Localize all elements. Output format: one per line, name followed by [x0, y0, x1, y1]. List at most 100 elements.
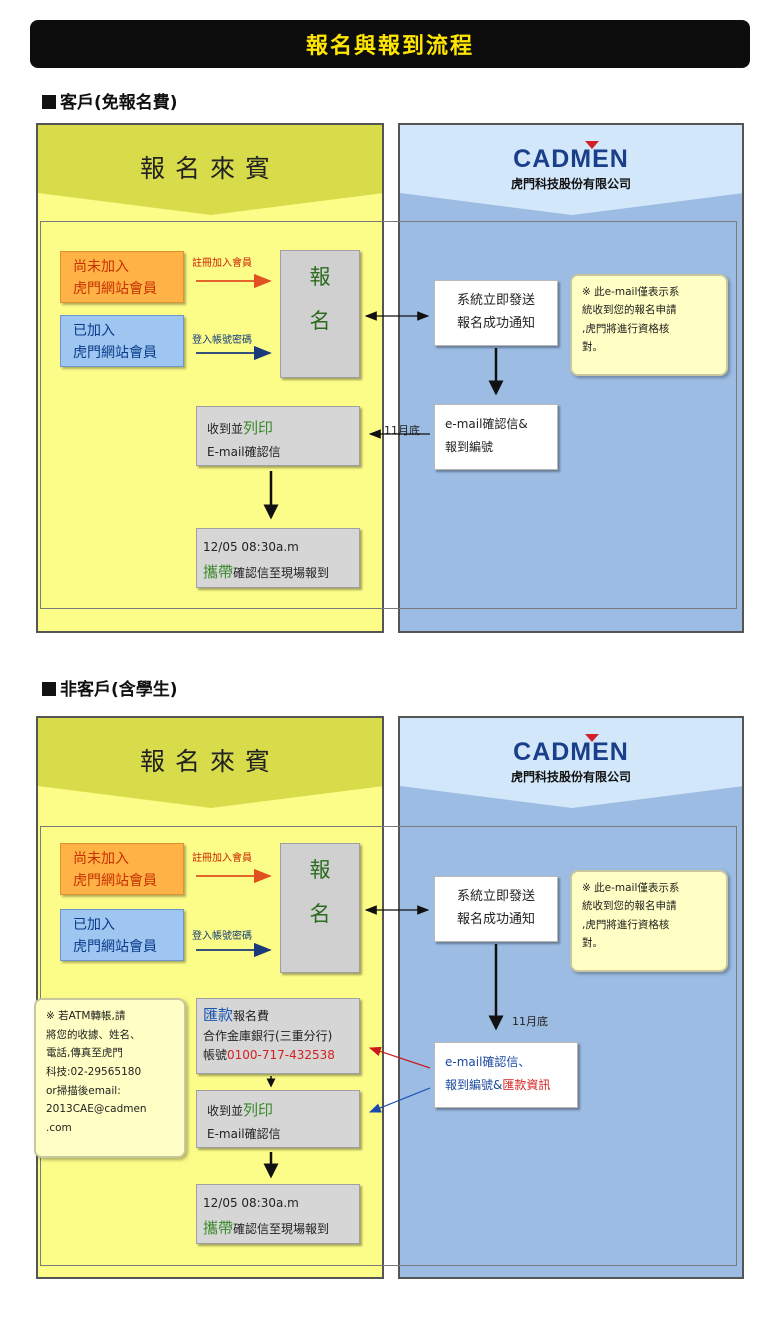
- note-bubble: ※ 此e-mail僅表示系 統收到您的報名申請 ,虎門將進行資格核 對。: [570, 274, 728, 376]
- confirm-line2: 報到編號: [445, 439, 494, 454]
- bank-name: 合作金庫銀行(三重分行): [203, 1029, 333, 1044]
- section-heading-text: 客戶(免報名費): [60, 93, 178, 113]
- cadmen-logo: CADMEN 虎門科技股份有限公司: [400, 141, 742, 192]
- company-panel: CADMEN 虎門科技股份有限公司: [398, 716, 744, 1279]
- remit-emphasis: 匯款: [203, 1006, 234, 1024]
- month-label: 11月底: [512, 1015, 548, 1028]
- hint-login: 登入帳號密碼: [192, 335, 252, 346]
- logo-company: 虎門科技股份有限公司: [510, 770, 631, 784]
- company-panel-header: [400, 125, 742, 215]
- hint-login: 登入帳號密碼: [192, 931, 252, 942]
- notify-line1: 系統立即發送: [456, 293, 535, 308]
- member-line2: 虎門網站會員: [73, 345, 157, 362]
- checkin-emphasis: 攜帶: [203, 1218, 234, 1237]
- note-line3: ,虎門將進行資格核: [582, 918, 670, 931]
- checkin-box: 12/05 08:30a.m 攜帶確認信至現場報到: [196, 528, 360, 588]
- logo-word: CADMEN: [513, 145, 629, 173]
- receive-box: 收到並列印 E-mail確認信: [196, 406, 360, 466]
- note-line2: 統收到您的報名申請: [582, 304, 677, 317]
- register-char1: 報: [309, 265, 331, 289]
- checkin-box: 12/05 08:30a.m 攜帶確認信至現場報到: [196, 1184, 360, 1244]
- section-heading-clients: 客戶(免報名費): [42, 88, 178, 113]
- not-member-line2: 虎門網站會員: [73, 873, 157, 890]
- guest-panel-header: [38, 125, 382, 215]
- account-number: 0100-717-432538: [227, 1047, 335, 1062]
- receive-emphasis: 列印: [243, 1101, 274, 1119]
- receive-emphasis: 列印: [243, 419, 274, 437]
- member-line1: 已加入: [73, 917, 115, 933]
- atm-line4: 科技:02-29565180: [46, 1066, 142, 1079]
- note-line3: ,虎門將進行資格核: [582, 322, 670, 335]
- confirm-box: e-mail確認信& 報到編號: [434, 404, 558, 470]
- not-member-box: 尚未加入 虎門網站會員: [60, 843, 184, 895]
- hint-register: 註冊加入會員: [192, 853, 252, 864]
- note-line4: 對。: [582, 937, 603, 950]
- atm-line7: .com: [46, 1122, 72, 1135]
- atm-line2: 將您的收據、姓名、: [46, 1028, 141, 1041]
- member-line2: 虎門網站會員: [73, 939, 157, 956]
- notify-line2: 報名成功通知: [456, 316, 535, 332]
- not-member-line1: 尚未加入: [73, 259, 129, 275]
- notify-box: 系統立即發送 報名成功通知: [434, 280, 558, 346]
- flow-clients: 報名來賓 CADMEN 虎門科技股份有限公司 尚未加入 虎門網站會員 已加入 虎…: [36, 123, 746, 635]
- register-box: 報 名: [280, 250, 360, 378]
- note-bubble: ※ 此e-mail僅表示系 統收到您的報名申請 ,虎門將進行資格核 對。: [570, 870, 728, 972]
- logo-word: CADMEN: [513, 738, 629, 766]
- note-line1: ※ 此e-mail僅表示系: [582, 286, 680, 298]
- page-title: 報名與報到流程: [305, 34, 474, 59]
- confirm-line1: e-mail確認信&: [445, 417, 528, 431]
- confirm-box: e-mail確認信、 報到編號&匯款資訊: [434, 1042, 578, 1108]
- logo-triangle-icon: [585, 141, 600, 149]
- checkin-rest: 確認信至現場報到: [233, 565, 330, 580]
- square-bullet-icon: [42, 682, 56, 696]
- guest-panel-header: [38, 718, 382, 808]
- receive-box: 收到並列印 E-mail確認信: [196, 1090, 360, 1148]
- arrow-confirm-remit: [368, 1046, 431, 1069]
- note-line2: 統收到您的報名申請: [582, 900, 677, 913]
- receive-prefix: 收到並: [207, 422, 244, 436]
- flow-arrows: [196, 868, 504, 1179]
- notify-box: 系統立即發送 報名成功通知: [434, 876, 558, 942]
- flow-area-border: [40, 221, 737, 609]
- remit-box: 匯款報名費 合作金庫銀行(三重分行) 帳號0100-717-432538: [196, 998, 360, 1074]
- confirm-line2-part2: 匯款資訊: [502, 1077, 551, 1092]
- atm-note-bubble: ※ 若ATM轉帳,請 將您的收據、姓名、 電話,傳真至虎門 科技:02-2956…: [34, 998, 186, 1158]
- logo-company: 虎門科技股份有限公司: [510, 177, 631, 191]
- company-panel-header: [400, 718, 742, 808]
- hint-register: 註冊加入會員: [192, 258, 252, 269]
- register-char1: 報: [309, 858, 331, 882]
- member-box: 已加入 虎門網站會員: [60, 909, 184, 961]
- notify-line2: 報名成功通知: [456, 912, 535, 928]
- member-line1: 已加入: [73, 323, 115, 339]
- atm-line1: ※ 若ATM轉帳,請: [46, 1010, 126, 1022]
- remit-rest: 報名費: [233, 1009, 270, 1023]
- atm-line6: 2013CAE@cadmen: [46, 1103, 147, 1116]
- company-panel: CADMEN 虎門科技股份有限公司: [398, 123, 744, 633]
- note-line4: 對。: [582, 341, 603, 354]
- checkin-line1: 12/05 08:30a.m: [203, 1196, 299, 1210]
- flow-arrows: [196, 273, 504, 520]
- note-line1: ※ 此e-mail僅表示系: [582, 882, 680, 894]
- receive-line2: E-mail確認信: [207, 445, 281, 459]
- checkin-rest: 確認信至現場報到: [233, 1221, 330, 1236]
- atm-line5: or掃描後email:: [46, 1084, 121, 1097]
- cadmen-logo: CADMEN 虎門科技股份有限公司: [400, 734, 742, 785]
- not-member-line1: 尚未加入: [73, 851, 129, 867]
- receive-prefix: 收到並: [207, 1104, 244, 1118]
- account-label: 帳號: [203, 1047, 228, 1062]
- section-heading-text: 非客戶(含學生): [60, 680, 178, 700]
- not-member-box: 尚未加入 虎門網站會員: [60, 251, 184, 303]
- register-char2: 名: [309, 902, 331, 926]
- confirm-line1: e-mail確認信、: [445, 1055, 531, 1069]
- atm-line3: 電話,傳真至虎門: [46, 1047, 123, 1060]
- flow-nonclients: 報名來賓 CADMEN 虎門科技股份有限公司 尚未加入 虎門網站會員 已加入 虎…: [34, 716, 746, 1281]
- notify-line1: 系統立即發送: [456, 889, 535, 904]
- section-heading-nonclients: 非客戶(含學生): [42, 675, 178, 700]
- member-box: 已加入 虎門網站會員: [60, 315, 184, 367]
- logo-triangle-icon: [585, 734, 600, 742]
- register-box: 報 名: [280, 843, 360, 973]
- checkin-line1: 12/05 08:30a.m: [203, 540, 299, 554]
- confirm-line2-part1: 報到編號&: [445, 1077, 503, 1092]
- register-char2: 名: [309, 309, 331, 333]
- page-title-banner: 報名與報到流程: [30, 20, 750, 68]
